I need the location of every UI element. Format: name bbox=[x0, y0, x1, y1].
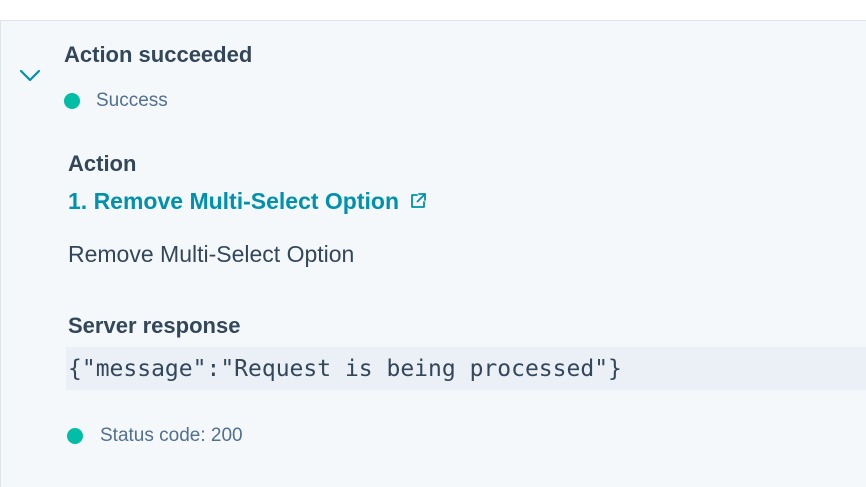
server-response-text: {"message":"Request is being processed"} bbox=[68, 355, 622, 382]
top-strip bbox=[0, 0, 866, 20]
result-status: Success bbox=[64, 88, 168, 114]
chevron-down-icon[interactable] bbox=[18, 66, 42, 86]
server-response-heading: Server response bbox=[68, 313, 241, 338]
status-code-dot bbox=[67, 428, 83, 444]
success-status-dot bbox=[64, 93, 80, 109]
action-link[interactable]: 1. Remove Multi-Select Option bbox=[68, 186, 427, 216]
status-code-row: Status code: 200 bbox=[67, 422, 243, 450]
external-link-icon[interactable] bbox=[409, 192, 427, 210]
result-title: Action succeeded bbox=[64, 42, 253, 67]
action-link-text[interactable]: 1. Remove Multi-Select Option bbox=[68, 188, 399, 214]
action-heading: Action bbox=[68, 151, 137, 176]
action-description: Remove Multi-Select Option bbox=[68, 241, 355, 267]
action-result-panel bbox=[0, 20, 866, 487]
status-text: Success bbox=[96, 90, 168, 111]
server-response-box: {"message":"Request is being processed"} bbox=[66, 347, 866, 390]
status-code-text: Status code: 200 bbox=[100, 425, 243, 446]
